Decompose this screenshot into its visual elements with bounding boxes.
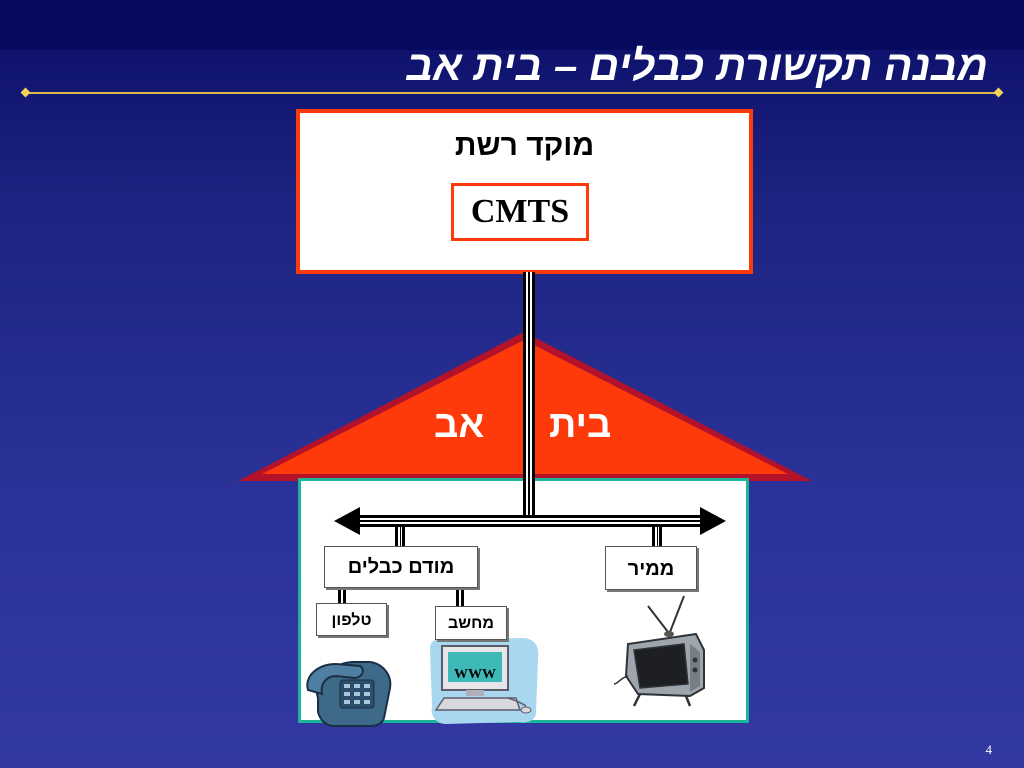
converter-drop xyxy=(652,527,662,547)
modem-phone-link xyxy=(338,588,346,604)
slide-title: מבנה תקשורת כבלים – בית אב xyxy=(406,42,988,89)
www-label: WWW xyxy=(454,667,496,682)
page-number: 4 xyxy=(985,742,993,757)
modem-computer-link xyxy=(456,588,464,606)
computer-label: מחשב xyxy=(435,606,507,640)
bus-left-arrow xyxy=(334,507,360,535)
television-icon xyxy=(613,595,705,707)
phone-label: טלפון xyxy=(316,603,387,636)
trunk-cable xyxy=(523,272,535,522)
roof-label-av: אב xyxy=(434,404,485,446)
roof-label-beit: בית xyxy=(549,404,612,446)
title-band xyxy=(0,0,1024,50)
title-rule xyxy=(26,92,1000,94)
converter-label: ממיר xyxy=(605,546,697,590)
cable-modem-label: מודם כבלים xyxy=(324,546,478,588)
distribution-bus xyxy=(334,507,726,535)
telephone-icon xyxy=(306,661,392,727)
network-center-label: מוקד רשת xyxy=(454,129,595,162)
computer-icon xyxy=(430,638,539,724)
cmts-box: CMTS xyxy=(451,183,589,241)
bus-right-arrow xyxy=(700,507,726,535)
modem-drop xyxy=(395,527,405,547)
